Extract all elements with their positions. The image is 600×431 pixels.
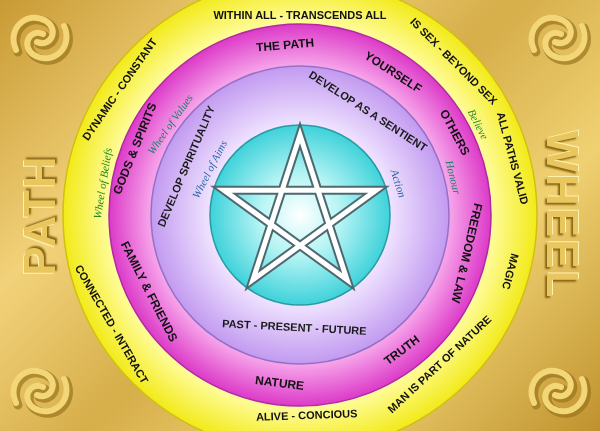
ring-disc bbox=[63, 0, 537, 431]
pentagram-outline bbox=[224, 135, 376, 280]
ring-text: WITHIN ALL - TRANSCENDS ALL bbox=[213, 9, 386, 22]
ring-band: DEVELOP AS A SENTIENTActionPAST - PRESEN… bbox=[150, 65, 450, 365]
watermark-text: WHEEL bbox=[540, 131, 584, 300]
pentagram-star bbox=[224, 135, 376, 280]
ring-disc bbox=[151, 66, 449, 364]
watermark-text: PATH bbox=[18, 154, 62, 275]
ring-band: WITHIN ALL - TRANSCENDS ALLIS SEX - BEYO… bbox=[62, 0, 538, 431]
center-disc bbox=[210, 125, 390, 305]
ring-disc bbox=[109, 24, 491, 406]
ring-band: THE PATHYOURSELFOTHERSHonourFREEDOM & LA… bbox=[108, 23, 492, 407]
pentagram-emblem bbox=[150, 65, 450, 365]
